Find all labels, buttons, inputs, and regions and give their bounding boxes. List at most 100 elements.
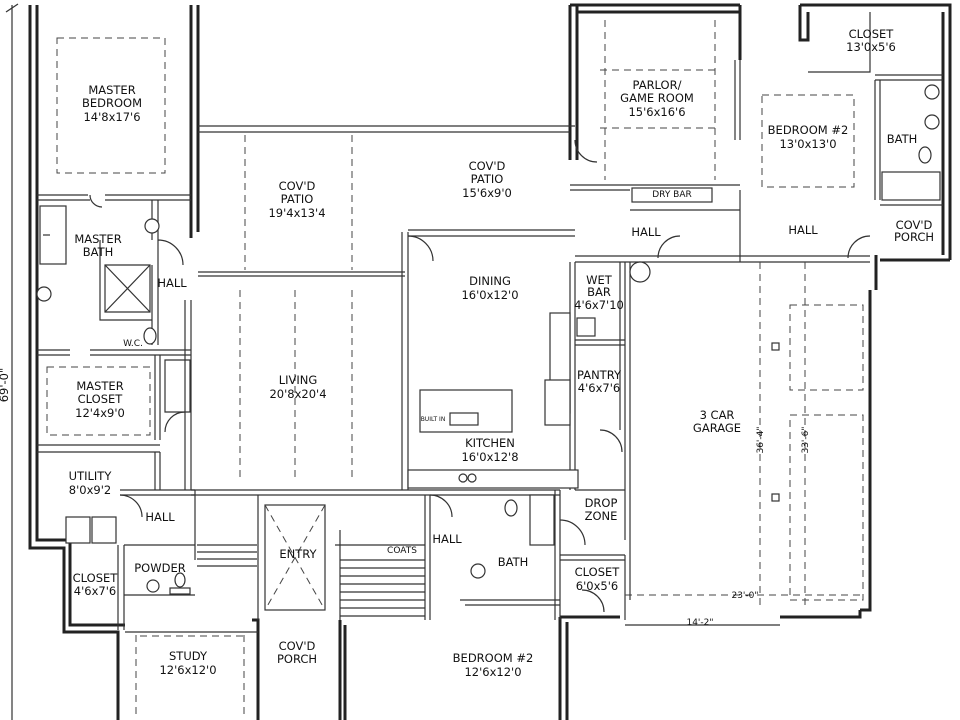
study-name: STUDY — [169, 649, 208, 663]
hall-upper-mid-label: HALL — [631, 225, 661, 239]
interior-walls — [37, 12, 943, 633]
master-closet-name2: CLOSET — [78, 392, 124, 406]
patio-left-size: 19'4x13'4 — [268, 206, 325, 220]
room-patio-right: COV'D PATIO 15'6x9'0 — [462, 159, 512, 200]
room-utility: UTILITY 8'0x9'2 — [69, 469, 113, 497]
entry-label: ENTRY — [279, 547, 317, 561]
room-dining: DINING 16'0x12'0 — [461, 274, 518, 302]
garage-door-markers — [771, 342, 780, 502]
porch-front-name1: COV'D — [279, 639, 316, 653]
door-swings — [89, 139, 871, 613]
bedroom-upper-name: BEDROOM #2 — [768, 123, 849, 137]
pantry-name: PANTRY — [577, 368, 622, 382]
overall-dimension-label: 69'-0" — [0, 368, 11, 403]
porch-front-name2: PORCH — [277, 652, 317, 666]
room-closet-garage: CLOSET 6'0x5'6 — [575, 565, 621, 593]
garage-depth-right: 33'-6" — [801, 426, 811, 453]
room-parlor: PARLOR/ GAME ROOM 15'6x16'6 — [620, 78, 694, 119]
closet-garage-size: 6'0x5'6 — [576, 579, 618, 593]
bath-upper-label: BATH — [887, 132, 918, 146]
porch-side-name1: COV'D — [896, 218, 933, 232]
closet-garage-name: CLOSET — [575, 565, 621, 579]
fixtures — [36, 84, 941, 617]
parlor-name2: GAME ROOM — [620, 91, 694, 105]
living-name: LIVING — [279, 373, 318, 387]
overall-dimension-line: 69'-0" — [0, 3, 19, 720]
garage-depth-left: 36'-4" — [756, 426, 766, 453]
room-wet-bar: WET BAR 4'6x7'10 — [574, 273, 624, 312]
parlor-size: 15'6x16'6 — [628, 105, 685, 119]
living-size: 20'8x20'4 — [269, 387, 326, 401]
room-pantry: PANTRY 4'6x7'6 — [577, 368, 622, 395]
dining-size: 16'0x12'0 — [461, 288, 518, 302]
garage-width-total: 23'-0" — [731, 591, 758, 601]
bedroom-upper-size: 13'0x13'0 — [779, 137, 836, 151]
room-bedroom-upper: BEDROOM #2 13'0x13'0 — [768, 123, 849, 151]
coats-label: COATS — [387, 546, 417, 556]
bedroom-front-name: BEDROOM #2 — [453, 651, 534, 665]
bedroom-front-size: 12'6x12'0 — [464, 665, 521, 679]
study-size: 12'6x12'0 — [159, 663, 216, 677]
patio-right-size: 15'6x9'0 — [462, 186, 512, 200]
kitchen-name: KITCHEN — [465, 436, 515, 450]
closet-top-size: 13'0x5'6 — [846, 40, 896, 54]
dry-bar-label: DRY BAR — [652, 190, 692, 200]
dining-name: DINING — [469, 274, 511, 288]
room-study: STUDY 12'6x12'0 — [159, 649, 216, 677]
drop-zone-name2: ZONE — [585, 509, 618, 523]
room-porch-front: COV'D PORCH — [277, 639, 317, 666]
parlor-name1: PARLOR/ — [633, 78, 682, 92]
room-master-bath: MASTER BATH — [74, 232, 121, 259]
pantry-size: 4'6x7'6 — [578, 381, 620, 395]
room-master-closet: MASTER CLOSET 12'4x9'0 — [75, 379, 125, 420]
bath-center-label: BATH — [498, 555, 529, 569]
hall-upper-right-label: HALL — [788, 223, 818, 237]
closet-left-name: CLOSET — [73, 571, 119, 585]
closet-left-size: 4'6x7'6 — [74, 584, 116, 598]
wet-bar-size: 4'6x7'10 — [574, 298, 624, 312]
kitchen-appliance-label: BUILT IN — [421, 416, 446, 423]
room-bedroom-front: BEDROOM #2 12'6x12'0 — [453, 651, 534, 679]
room-garage: 3 CAR GARAGE — [693, 408, 741, 435]
master-bedroom-name1: MASTER — [88, 83, 135, 97]
master-bath-name1: MASTER — [74, 232, 121, 246]
master-closet-size: 12'4x9'0 — [75, 406, 125, 420]
patio-left-name2: PATIO — [281, 192, 314, 206]
wet-bar-name2: BAR — [587, 285, 611, 299]
master-bedroom-size: 14'8x17'6 — [83, 110, 140, 124]
drop-zone-name1: DROP — [585, 496, 618, 510]
porch-side-name2: PORCH — [894, 230, 934, 244]
room-closet-top: CLOSET 13'0x5'6 — [846, 27, 896, 54]
master-closet-name1: MASTER — [76, 379, 123, 393]
room-patio-left: COV'D PATIO 19'4x13'4 — [268, 179, 325, 220]
utility-size: 8'0x9'2 — [69, 483, 111, 497]
exterior-walls — [28, 3, 952, 720]
hall-center-label: HALL — [432, 532, 462, 546]
patio-right-name2: PATIO — [471, 172, 504, 186]
wc-label: W.C. — [123, 339, 143, 349]
kitchen-size: 16'0x12'8 — [461, 450, 518, 464]
utility-name: UTILITY — [69, 469, 113, 483]
closet-top-name: CLOSET — [849, 27, 895, 41]
room-living: LIVING 20'8x20'4 — [269, 373, 326, 401]
room-kitchen: KITCHEN 16'0x12'8 — [461, 436, 518, 464]
patio-right-name1: COV'D — [469, 159, 506, 173]
patio-left-name1: COV'D — [279, 179, 316, 193]
powder-label: POWDER — [134, 561, 185, 575]
hall-master-label: HALL — [157, 276, 187, 290]
stairs — [197, 544, 425, 617]
master-bedroom-name2: BEDROOM — [82, 96, 142, 110]
master-bath-name2: BATH — [83, 245, 114, 259]
garage-name1: 3 CAR — [700, 408, 735, 422]
room-master-bedroom: MASTER BEDROOM 14'8x17'6 — [82, 83, 142, 124]
wet-bar-name1: WET — [586, 273, 613, 287]
dashed-ceiling-lines — [46, 20, 864, 715]
hall-utility-label: HALL — [145, 510, 175, 524]
room-drop-zone: DROP ZONE — [585, 496, 618, 523]
garage-dimensions: 23'-0" 14'-2" 36'-4" 33'-6" — [625, 426, 811, 628]
room-porch-side: COV'D PORCH — [894, 218, 934, 244]
garage-name2: GARAGE — [693, 421, 741, 435]
garage-width-partial: 14'-2" — [686, 618, 713, 628]
room-closet-left: CLOSET 4'6x7'6 — [73, 571, 119, 598]
